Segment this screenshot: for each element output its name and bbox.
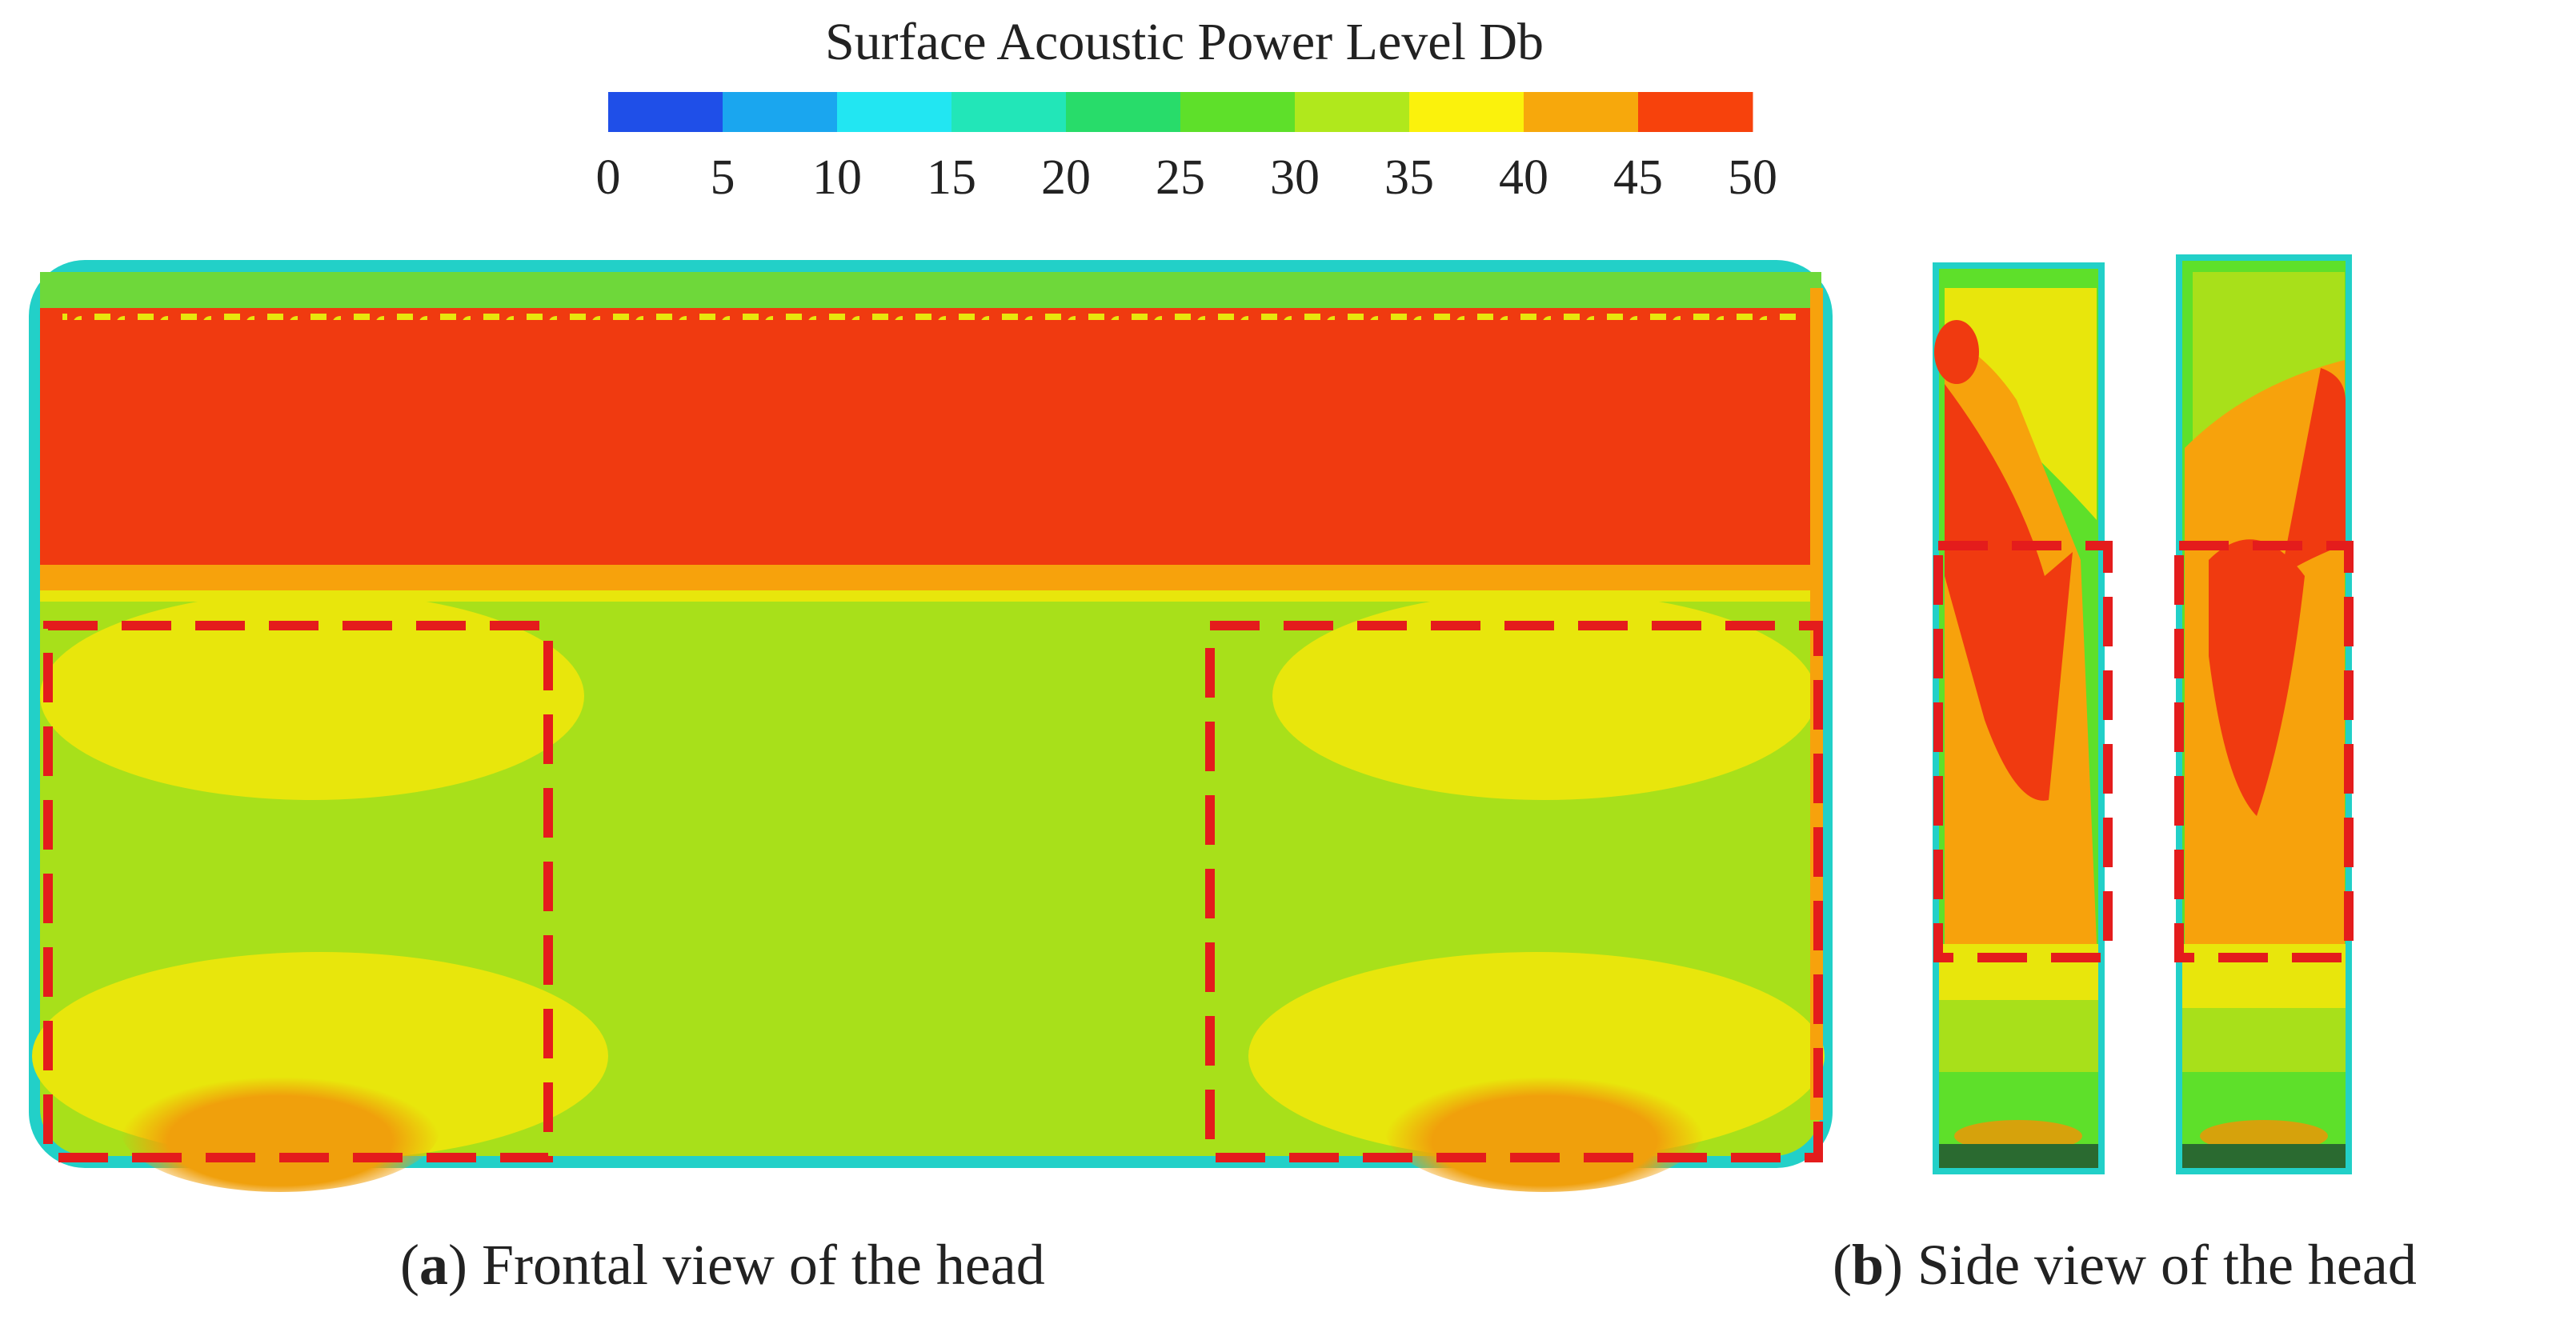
colorbar-segment (723, 92, 838, 132)
caption-b: (b) Side view of the head (1833, 1233, 2417, 1297)
colorbar-tick-label: 10 (812, 150, 862, 205)
caption-a-letter: a (419, 1233, 448, 1297)
colorbar-segment (837, 92, 952, 132)
colorbar-segment (1409, 92, 1524, 132)
yellow-zone-upper-left (40, 592, 584, 800)
caption-a: (a) Frontal view of the head (400, 1233, 1045, 1297)
colorbar-segment (608, 92, 723, 132)
frontal-slot-lower-edge (40, 565, 1821, 592)
side-strip-left (1933, 262, 2105, 1174)
colorbar-tick-label: 15 (927, 150, 976, 205)
side-view-panel (1933, 254, 2354, 1174)
colorbar-segment (1524, 92, 1639, 132)
caption-b-letter: b (1851, 1233, 1885, 1297)
legend-title: Surface Acoustic Power Level Db (824, 13, 1544, 71)
caption-a-text: Frontal view of the head (481, 1233, 1045, 1297)
colorbar-tick-label: 50 (1728, 150, 1777, 205)
frontal-view-panel (29, 260, 1833, 1192)
dashed-box-side-left (1933, 541, 2113, 962)
colorbar-segment (951, 92, 1067, 132)
colorbar-tick-label: 35 (1384, 150, 1434, 205)
colorbar-segment (1180, 92, 1296, 132)
orange-hotspot-left (120, 1064, 440, 1192)
colorbar-segment (1066, 92, 1181, 132)
colorbar-tick-label: 20 (1041, 150, 1091, 205)
colorbar-tick-label: 30 (1270, 150, 1320, 205)
orange-hotspot-right (1384, 1064, 1705, 1192)
colorbar (608, 92, 1753, 132)
colorbar-tick-label: 40 (1499, 150, 1548, 205)
dashed-box-left (43, 621, 553, 1162)
colorbar-tick-label: 45 (1613, 150, 1663, 205)
colorbar-ticks: 0 5 10 15 20 25 30 35 40 45 50 (596, 150, 1778, 205)
dashed-box-side-right (2174, 541, 2354, 962)
dashed-box-right (1205, 621, 1823, 1162)
side-strip-right (2176, 254, 2352, 1174)
frontal-slot-teeth (62, 314, 1801, 565)
colorbar-tick-label: 0 (596, 150, 621, 205)
yellow-zone-upper-right (1272, 592, 1817, 800)
colorbar-tick-label: 25 (1156, 150, 1205, 205)
frontal-slot-yellow-line (40, 590, 1821, 602)
colorbar-tick-label: 5 (711, 150, 735, 205)
caption-b-text: Side view of the head (1917, 1233, 2417, 1297)
colorbar-segment (1295, 92, 1410, 132)
colorbar-segment (1638, 92, 1753, 132)
